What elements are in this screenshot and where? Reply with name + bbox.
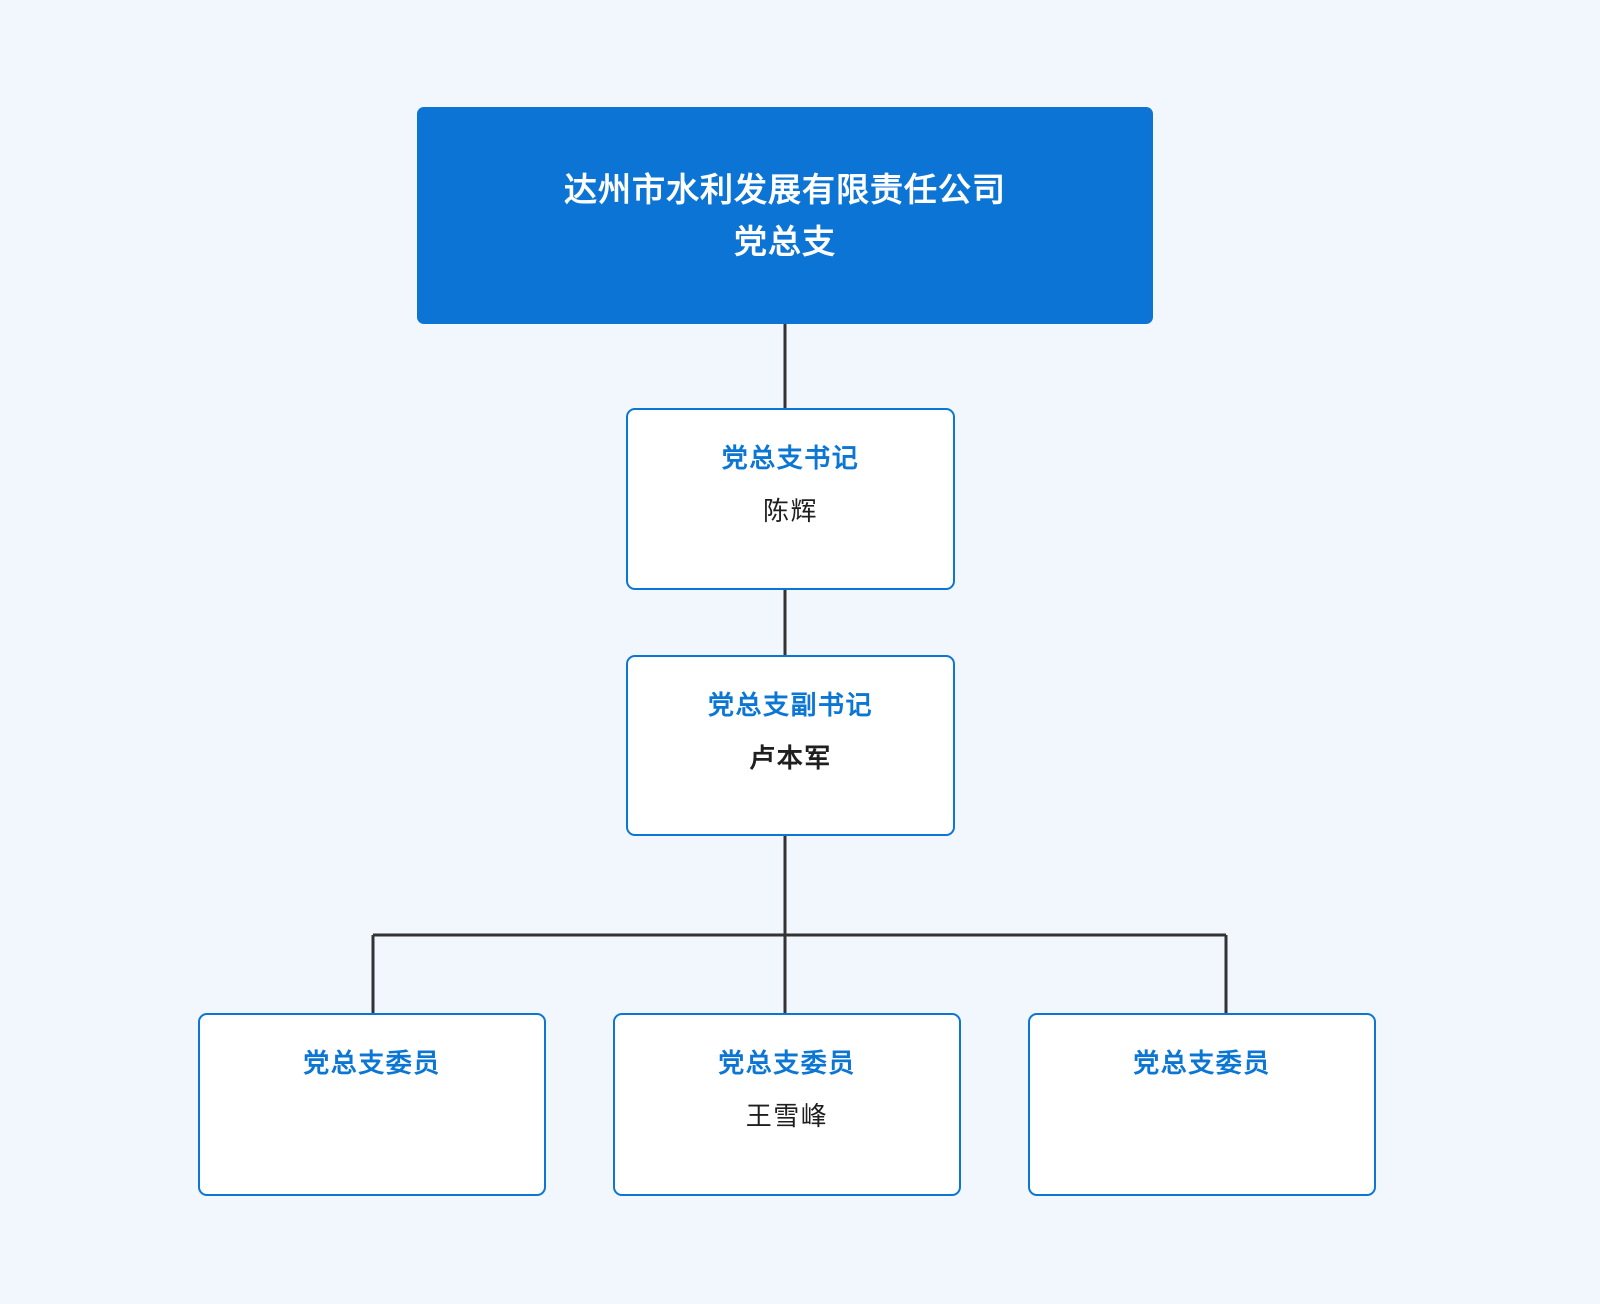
node-root-party-branch[interactable]: 达州市水利发展有限责任公司 党总支 [417,107,1153,324]
node-committee-member-3[interactable]: 党总支委员 [1028,1013,1376,1196]
root-title-line-1: 达州市水利发展有限责任公司 [564,171,1006,209]
node-role-label: 党总支委员 [1133,1048,1271,1078]
node-person-name: 陈辉 [762,496,818,527]
node-role-label: 党总支委员 [303,1048,441,1078]
node-committee-member-1[interactable]: 党总支委员 [198,1013,546,1196]
node-role-label: 党总支副书记 [707,690,873,720]
node-person-name: 王雪峰 [745,1101,829,1132]
root-title-line-2: 党总支 [734,222,836,260]
node-role-label: 党总支委员 [718,1048,856,1078]
node-person-name: 卢本军 [749,743,832,774]
node-committee-member-2[interactable]: 党总支委员 王雪峰 [613,1013,961,1196]
node-role-label: 党总支书记 [721,443,860,473]
node-party-secretary[interactable]: 党总支书记 陈辉 [626,408,955,590]
node-deputy-party-secretary[interactable]: 党总支副书记 卢本军 [626,655,955,836]
